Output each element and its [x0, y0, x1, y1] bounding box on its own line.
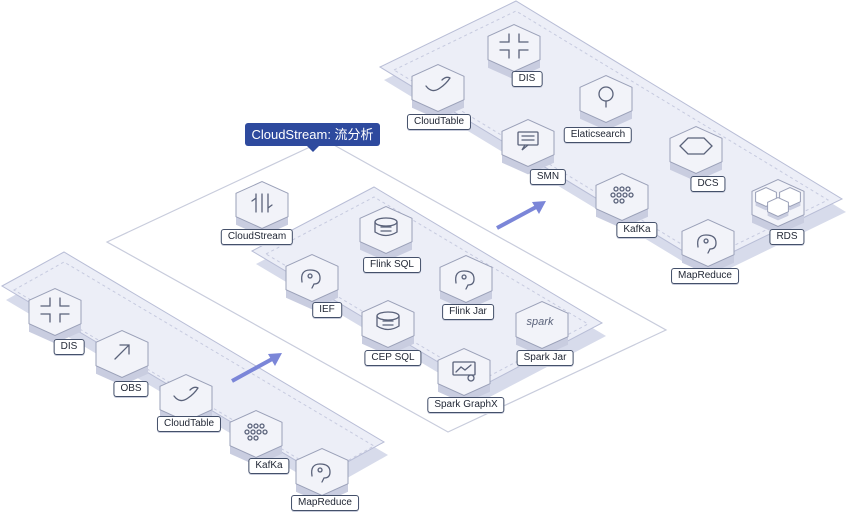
cloudstream-tile[interactable]	[235, 181, 289, 237]
node-label-cloudtable-right[interactable]: CloudTable	[406, 114, 472, 130]
flow-arrow-right	[496, 201, 546, 230]
elasticsearch-tile[interactable]	[579, 75, 633, 131]
node-label-cep-sql[interactable]: CEP SQL	[364, 350, 422, 366]
node-label-mapreduce-right[interactable]: MapReduce	[671, 268, 739, 284]
node-label-mapreduce-left[interactable]: MapReduce	[291, 495, 359, 511]
spark-graphx-tile[interactable]	[437, 348, 491, 404]
left-platform	[0, 251, 388, 490]
dis-left-tile[interactable]	[28, 288, 82, 344]
dcs-tile[interactable]	[669, 126, 723, 182]
node-label-kafka-left[interactable]: KafKa	[248, 458, 290, 474]
smn-tile[interactable]	[501, 119, 555, 175]
node-label-flink-sql[interactable]: Flink SQL	[363, 257, 421, 273]
node-label-dis-left[interactable]: DIS	[53, 339, 85, 355]
ief-tile[interactable]	[285, 254, 339, 310]
node-label-dcs[interactable]: DCS	[690, 176, 726, 192]
node-label-spark-jar[interactable]: Spark Jar	[516, 350, 574, 366]
kafka-left-tile[interactable]	[229, 410, 283, 466]
service-nodes: spark	[28, 24, 805, 504]
spark-jar-tile[interactable]: spark	[515, 301, 569, 357]
cloudtable-right-tile[interactable]	[411, 64, 465, 120]
node-label-smn[interactable]: SMN	[529, 169, 567, 185]
node-label-spark-graphx[interactable]: Spark GraphX	[427, 397, 505, 413]
cloudstream-callout: CloudStream: 流分析	[245, 123, 380, 152]
mapreduce-left-tile[interactable]	[295, 448, 349, 504]
node-label-ief[interactable]: IEF	[312, 302, 342, 318]
cep-sql-tile[interactable]	[361, 300, 415, 356]
kafka-right-tile[interactable]	[595, 173, 649, 229]
node-label-cloudstream[interactable]: CloudStream	[220, 229, 294, 245]
obs-tile[interactable]	[95, 330, 149, 386]
cloudstream-frame	[105, 139, 668, 433]
node-label-dis-right[interactable]: DIS	[511, 71, 543, 87]
flow-arrow-left	[231, 353, 282, 383]
dis-right-tile[interactable]	[487, 24, 541, 80]
flink-sql-tile[interactable]	[359, 206, 413, 262]
rds-tile[interactable]	[751, 179, 805, 235]
node-label-rds[interactable]: RDS	[769, 229, 805, 245]
node-label-elasticsearch[interactable]: Elaticsearch	[563, 127, 633, 143]
node-label-obs[interactable]: OBS	[113, 381, 149, 397]
svg-text:spark: spark	[527, 316, 554, 328]
flink-jar-tile[interactable]	[439, 255, 493, 311]
node-label-cloudtable-left[interactable]: CloudTable	[156, 416, 222, 432]
node-label-flink-jar[interactable]: Flink Jar	[442, 304, 494, 320]
node-label-kafka-right[interactable]: KafKa	[616, 222, 658, 238]
mapreduce-right-tile[interactable]	[681, 219, 735, 275]
